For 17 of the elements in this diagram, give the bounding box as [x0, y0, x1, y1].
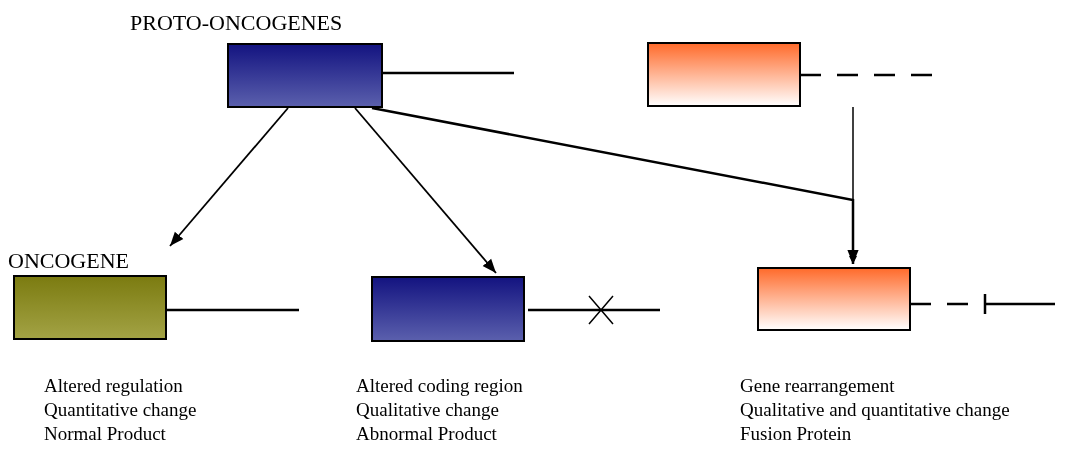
arrow [847, 106, 859, 265]
arrow [354, 107, 497, 274]
description-text: Quantitative change [44, 398, 197, 422]
description-text: Qualitative change [356, 398, 499, 422]
arrow [371, 106, 857, 264]
gene-drawing [370, 275, 662, 343]
description-text: Gene rearrangement [740, 374, 895, 398]
description-text: Normal Product [44, 422, 166, 446]
description-text: Abnormal Product [356, 422, 497, 446]
description-text: Altered regulation [44, 374, 183, 398]
description-text: Qualitative and quantitative change [740, 398, 1010, 422]
gene-heading: ONCOGENE [8, 248, 129, 274]
description-text: Fusion Protein [740, 422, 852, 446]
gene-drawing [756, 266, 1058, 332]
description-text: Altered coding region [356, 374, 523, 398]
arrow [169, 107, 289, 247]
gene-heading: PROTO-ONCOGENES [130, 10, 343, 36]
